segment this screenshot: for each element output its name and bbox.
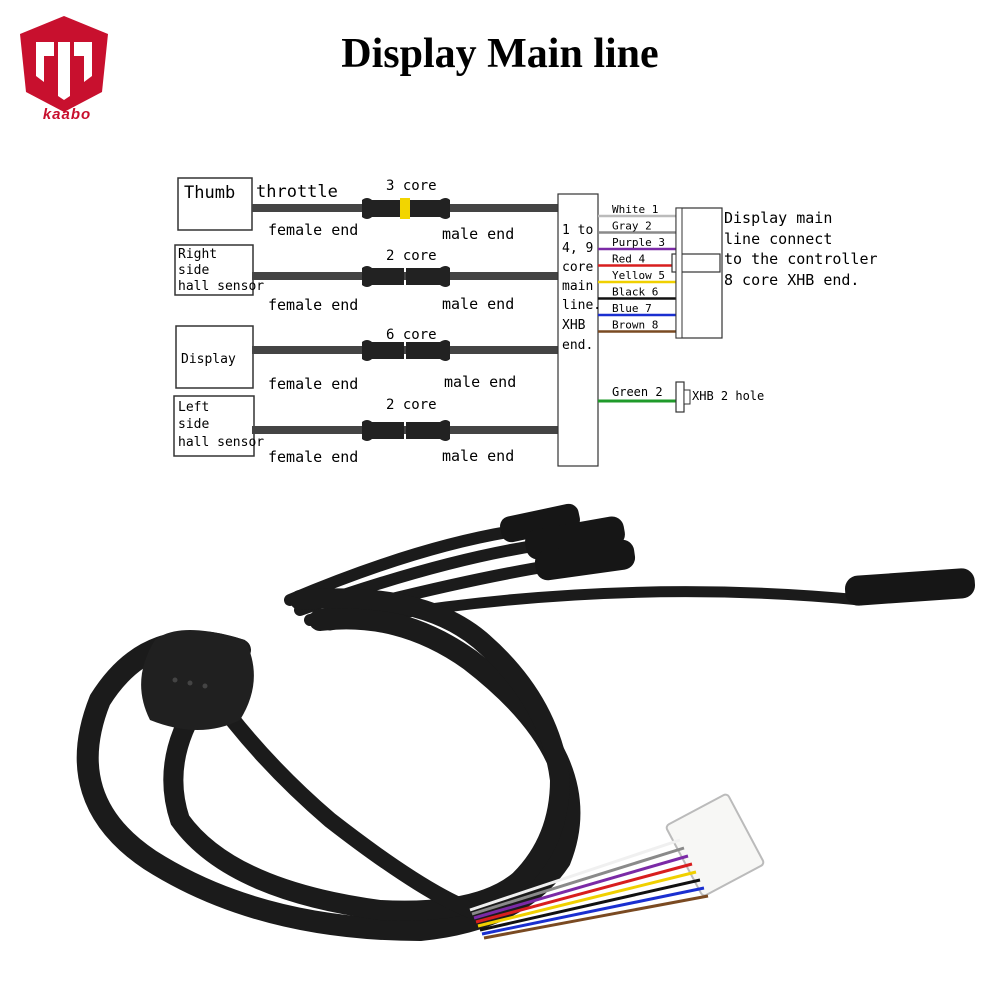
main-line-label-1: 1 to xyxy=(562,223,593,238)
main-line-label-4: main xyxy=(562,279,593,294)
female-end-1: female end xyxy=(268,221,358,239)
wire-label-7: Blue 7 xyxy=(612,302,652,315)
right-label-1: Right xyxy=(178,247,217,262)
note-line-2: line connect xyxy=(724,230,832,248)
wire-label-8: Brown 8 xyxy=(612,319,658,332)
note-line-1: Display main xyxy=(724,209,832,227)
female-connector-icon xyxy=(500,503,976,606)
connector-2-core-right xyxy=(362,266,450,287)
core-label-display: 6 core xyxy=(386,327,437,343)
xhb-2-hole-label: XHB 2 hole xyxy=(692,389,764,403)
male-end-1: male end xyxy=(442,225,514,243)
throttle-label: throttle xyxy=(256,182,338,202)
wire-label-3: Purple 3 xyxy=(612,236,665,249)
female-end-2: female end xyxy=(268,296,358,314)
male-end-3: male end xyxy=(444,373,516,391)
xhb-connector-latch xyxy=(671,253,721,273)
main-line-box xyxy=(557,193,599,467)
connector-2-core-left xyxy=(362,420,450,441)
wire-label-1: White 1 xyxy=(612,203,658,216)
xhb-connector-icon xyxy=(469,793,765,940)
xhb-2-hole-connector-tab xyxy=(683,389,691,405)
left-label-1: Left xyxy=(178,400,209,415)
right-label-3: hall sensor xyxy=(178,279,264,294)
connector-6-core xyxy=(362,340,450,361)
kaabo-logo xyxy=(20,16,108,112)
main-line-label-2: 4, 9 xyxy=(562,241,593,256)
wire-label-6: Black 6 xyxy=(612,286,658,299)
xhb-connector-housing xyxy=(675,207,683,339)
ferrite-core xyxy=(141,630,254,730)
wire-label-5: Yellow 5 xyxy=(612,269,665,282)
wire-label-2: Gray 2 xyxy=(612,220,652,233)
logo-wordmark: kaabo xyxy=(42,106,92,123)
note-line-4: 8 core XHB end. xyxy=(724,271,859,289)
wire-bundle: White 1 Gray 2 Purple 3 Red 4 Yellow 5 Black … xyxy=(598,203,676,333)
xhb-8-core-connector-body xyxy=(675,207,723,339)
display-box xyxy=(175,325,254,389)
xhb-2-hole-connector xyxy=(675,381,685,413)
male-end-2: male end xyxy=(442,295,514,313)
note-line-3: to the controller xyxy=(724,250,878,268)
main-line-label-3: core xyxy=(562,260,593,275)
wire-label-4: Red 4 xyxy=(612,253,645,266)
core-label-left: 2 core xyxy=(386,397,437,413)
left-label-2: side xyxy=(178,417,209,432)
thumb-throttle-box xyxy=(177,177,253,231)
main-line-label-7: end. xyxy=(562,338,593,353)
main-line-label-5: line. xyxy=(562,298,601,313)
connector-3-core xyxy=(362,198,450,219)
core-label-right: 2 core xyxy=(386,248,437,264)
wiring-diagram: Thumb throttle Right side hall sensor Di… xyxy=(173,177,878,467)
page-title: Display Main line xyxy=(341,31,659,77)
female-end-4: female end xyxy=(268,448,358,466)
display-label: Display xyxy=(181,352,236,367)
left-label-3: hall sensor xyxy=(178,435,264,450)
male-end-4: male end xyxy=(442,447,514,465)
core-label-throttle: 3 core xyxy=(386,178,437,194)
right-hall-sensor-box xyxy=(174,244,254,296)
cable-photo xyxy=(76,503,976,942)
thumb-label: Thumb xyxy=(184,183,235,203)
main-line-label-6: XHB xyxy=(562,318,586,333)
female-end-3: female end xyxy=(268,375,358,393)
green-wire-label: Green 2 xyxy=(612,385,663,399)
right-label-2: side xyxy=(178,263,209,278)
